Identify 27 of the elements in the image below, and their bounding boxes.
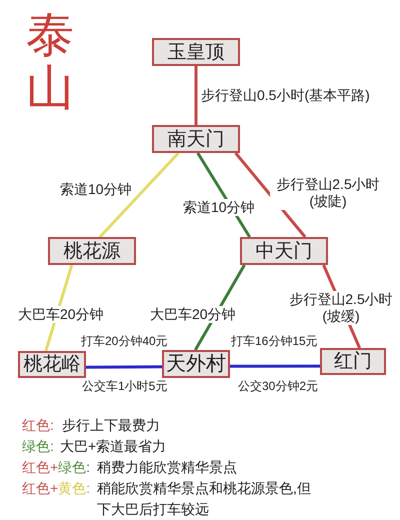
legend-key: 红色:	[22, 415, 54, 435]
edge-label: 步行登山0.5小时(基本平路)	[201, 87, 370, 104]
route-note: 公交车1小时5元	[82, 379, 168, 394]
location-box: 玉皇顶	[152, 38, 240, 66]
edge-label: 大巴车20分钟	[18, 306, 104, 323]
legend-description: 大巴+索道最省力	[60, 437, 166, 456]
edge-label: 索道10分钟	[183, 199, 255, 216]
legend-description: 稍费力能欣赏精华景点	[97, 458, 237, 477]
route-line	[98, 152, 180, 238]
location-box: 南天门	[152, 125, 240, 153]
legend-key: 绿色:	[22, 436, 54, 456]
legend-description: 步行上下最费力	[62, 416, 160, 435]
edge-label: 索道10分钟	[60, 181, 132, 198]
route-line	[194, 66, 198, 125]
location-box: 桃花峪	[18, 351, 86, 378]
edge-label: 打车20分钟40元	[81, 334, 168, 349]
legend-description: 稍能欣赏精华景点和桃花源景色,但下大巴后打车较远	[97, 479, 312, 519]
location-box: 桃花源	[48, 237, 136, 265]
location-box: 中天门	[240, 237, 328, 265]
title: 泰山	[26, 10, 74, 116]
route-note: 公交30分钟2元	[238, 379, 318, 394]
edge-label: 打车16分钟15元	[231, 334, 318, 349]
route-line	[230, 364, 320, 368]
location-box: 天外村	[162, 350, 230, 378]
route-line	[86, 365, 162, 369]
location-box: 红门	[320, 348, 386, 375]
edge-label: 大巴车20分钟	[150, 306, 236, 323]
